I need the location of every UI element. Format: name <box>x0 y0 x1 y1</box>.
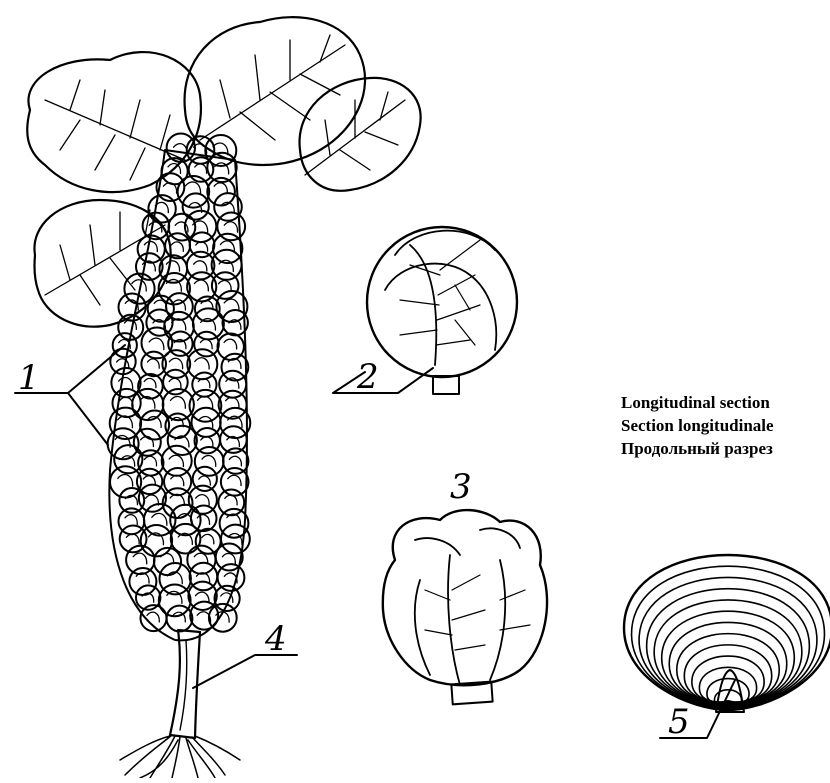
plant-stem-and-roots <box>120 630 240 778</box>
label-5: 5 <box>668 702 690 742</box>
label-4: 4 <box>264 619 287 659</box>
sprout-head-2 <box>367 227 517 394</box>
sprout-head-3 <box>383 510 547 704</box>
longitudinal-section <box>624 555 830 712</box>
plant-sprouts <box>108 134 251 641</box>
label-2: 2 <box>356 357 379 397</box>
caption-english: Longitudinal section <box>621 391 774 414</box>
caption-russian: Продольный разрез <box>621 437 774 460</box>
section-caption: Longitudinal section Section longitudina… <box>621 391 774 460</box>
label-3: 3 <box>450 467 472 507</box>
caption-french: Section longitudinale <box>621 414 774 437</box>
label-1: 1 <box>18 358 40 398</box>
